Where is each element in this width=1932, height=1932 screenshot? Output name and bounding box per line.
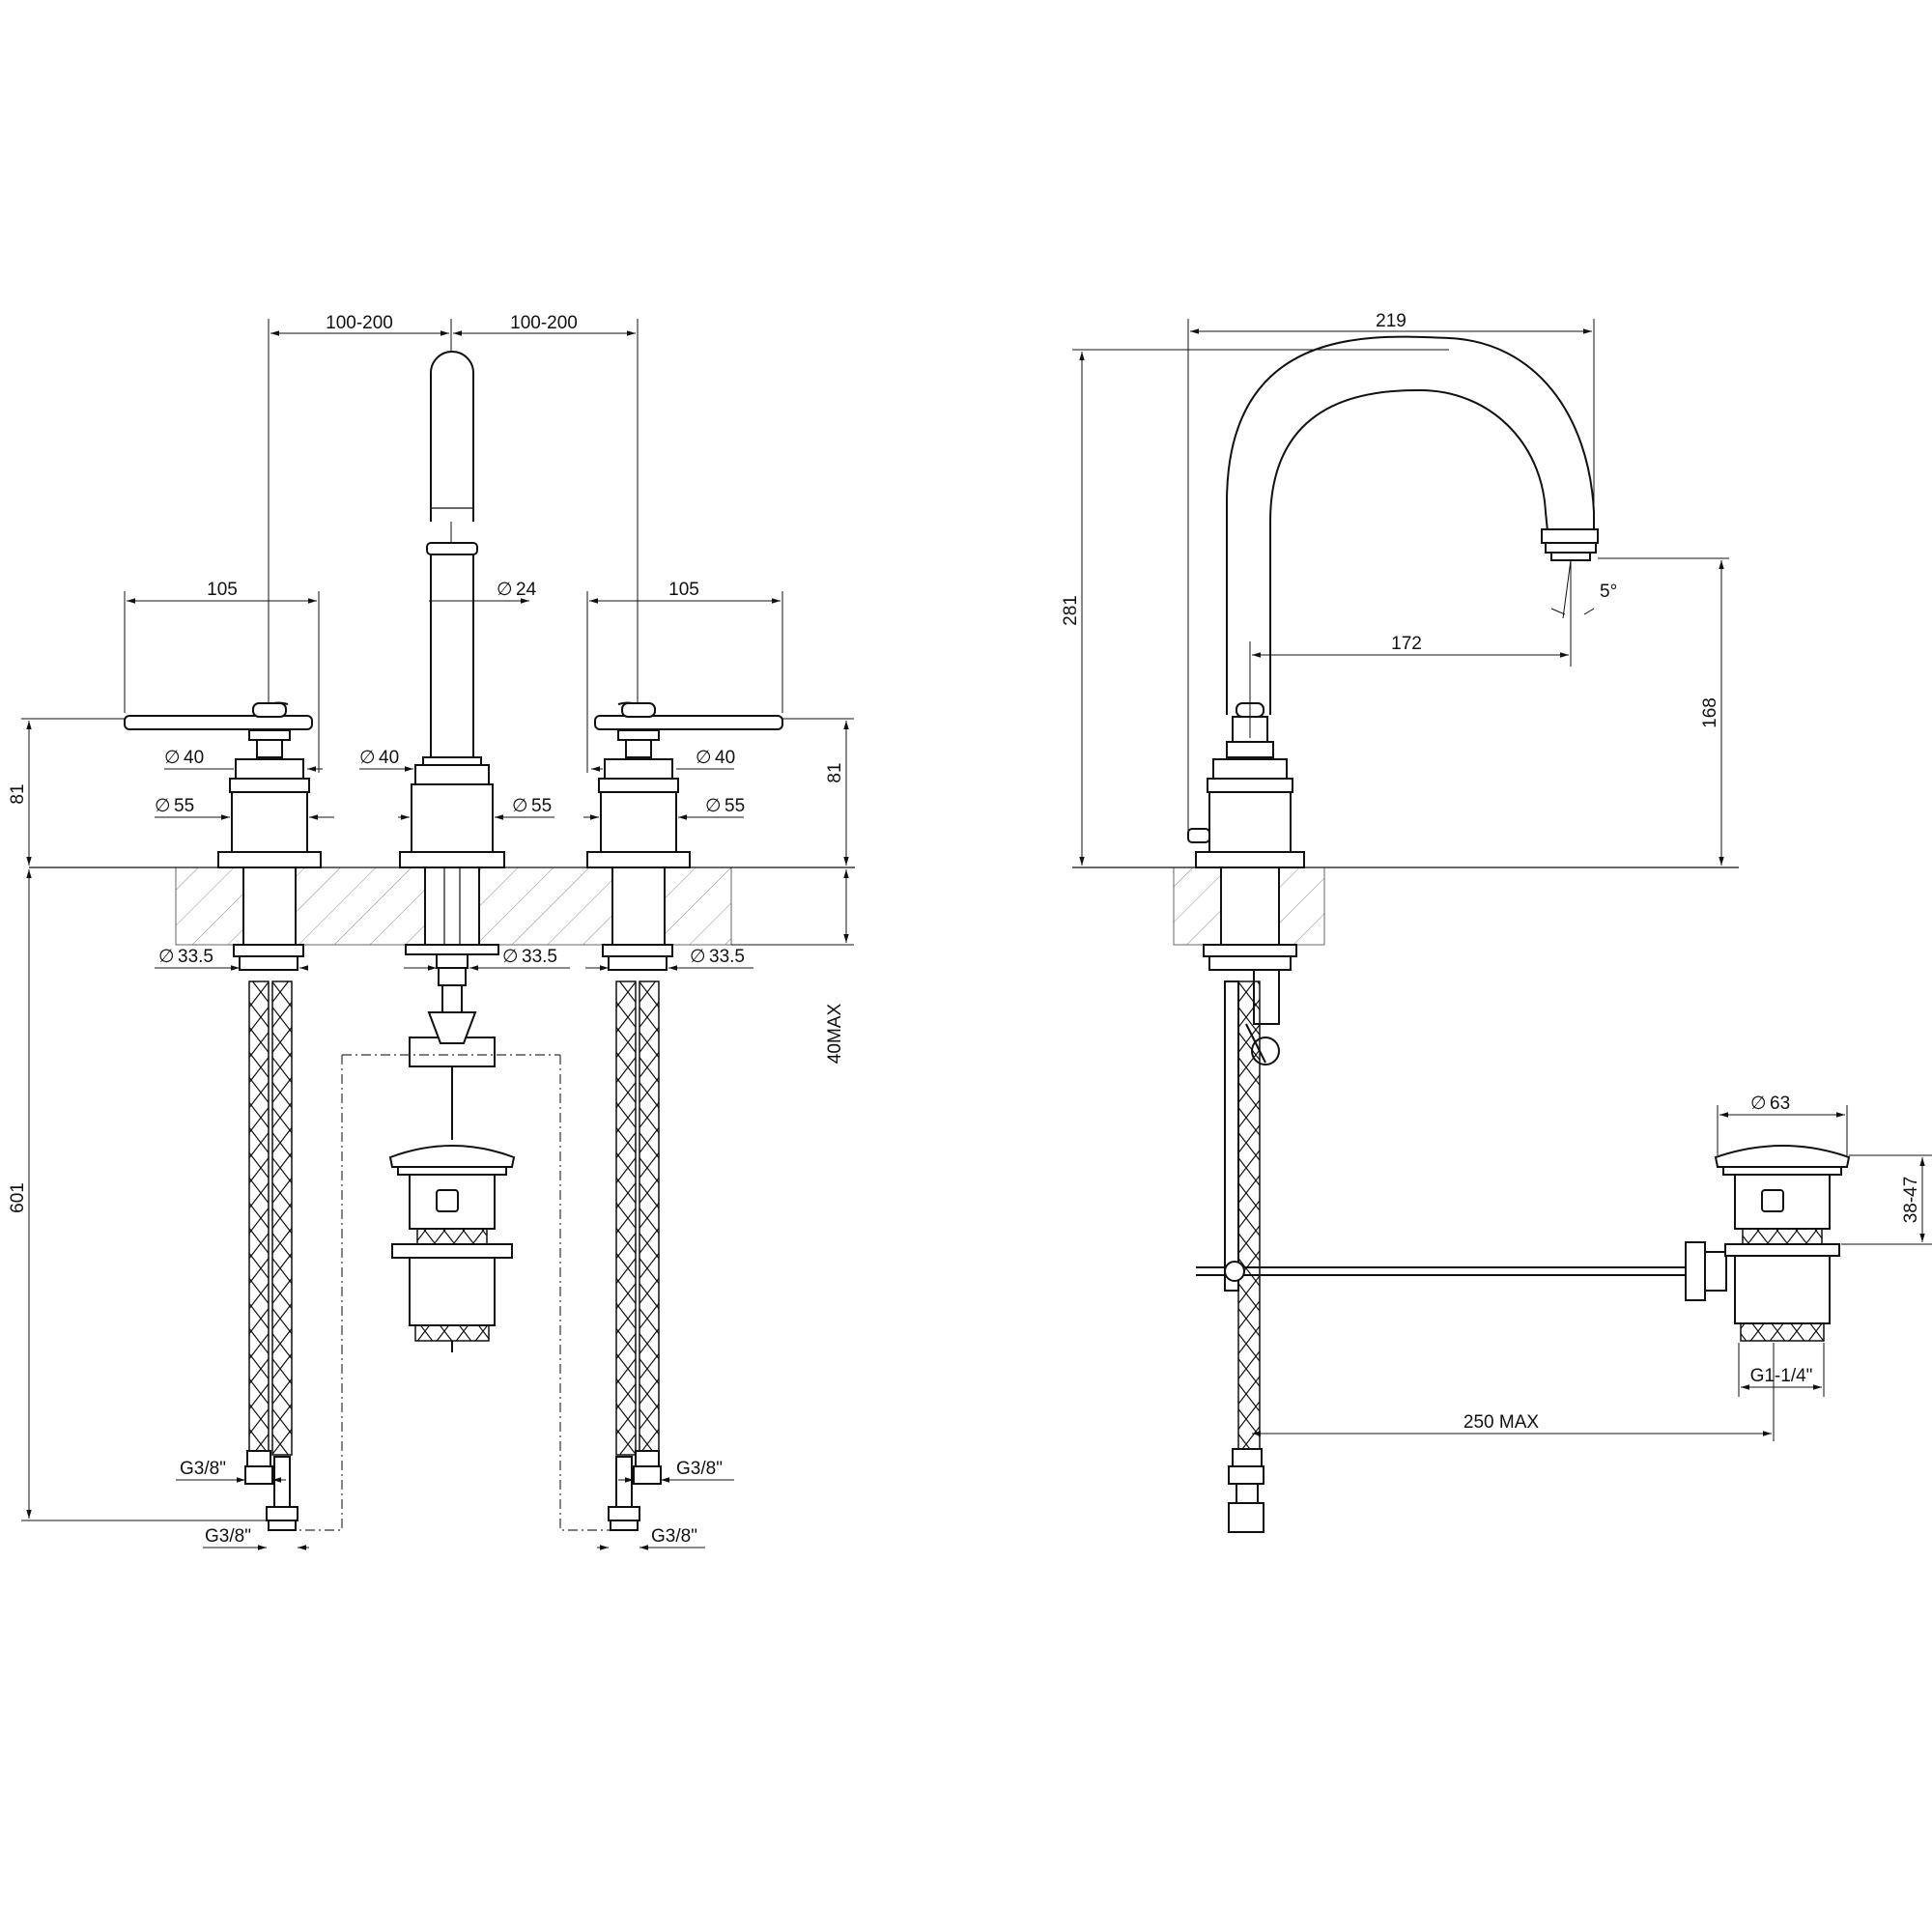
side-dimensions: 219 281 168 5° 172 ∅ 63 38-47 [1061, 311, 1932, 1441]
dim-shank-center-symbol: ∅ [502, 947, 519, 967]
dim-body-right-symbol: ∅ [705, 796, 722, 816]
dim-waste-diameter: 63 [1770, 1094, 1790, 1114]
dim-handle-right-symbol: ∅ [696, 748, 712, 768]
dim-spout-diameter: 24 [516, 580, 537, 600]
dim-thread-right-lower: G3/8" [651, 1526, 697, 1547]
dim-thread-left-lower: G3/8" [205, 1526, 251, 1547]
dim-handle-left: 40 [184, 748, 204, 768]
dim-shank-left: 33.5 [178, 947, 213, 967]
front-view: 100-200 100-200 105 105 ∅ 24 ∅ 40 ∅ 40 [8, 313, 855, 1550]
dim-shank-center: 33.5 [522, 947, 557, 967]
dim-body-right: 55 [724, 796, 745, 816]
dim-body-center: 55 [531, 796, 552, 816]
deck-section-side [1072, 867, 1739, 946]
side-hoses [1224, 980, 1264, 1533]
dim-handle-left-symbol: ∅ [164, 748, 181, 768]
dim-handle-right: 40 [715, 748, 735, 768]
dim-spacing-left: 100-200 [326, 313, 393, 333]
dim-height-left: 81 [8, 783, 28, 804]
dim-overall-reach: 219 [1376, 311, 1406, 331]
dim-waste-height: 38-47 [1901, 1177, 1921, 1224]
dim-outlet-height: 168 [1700, 697, 1720, 728]
dim-deck-thickness: 40MAX [825, 1004, 845, 1065]
dim-height-right: 81 [825, 762, 845, 782]
dim-thread-left-upper: G3/8" [180, 1459, 226, 1479]
dim-pull-rod-length: 250 MAX [1463, 1412, 1539, 1433]
dim-spout-base: 40 [379, 748, 399, 768]
dim-waste-diameter-symbol: ∅ [1750, 1094, 1767, 1114]
dim-spout-reach: 172 [1391, 634, 1422, 654]
gooseneck-spout [1226, 335, 1599, 715]
dim-body-left-symbol: ∅ [155, 796, 171, 816]
left-hoses [244, 980, 298, 1531]
dim-shank-right: 33.5 [709, 947, 745, 967]
dim-hose-length: 601 [8, 1182, 28, 1213]
left-valve-handle [124, 701, 322, 971]
pull-rod-and-waste [1196, 1145, 1851, 1342]
dim-waste-thread: G1-1/4" [1750, 1366, 1813, 1386]
dim-lever-right: 105 [668, 580, 699, 600]
dim-spacing-right: 100-200 [510, 313, 578, 333]
dim-body-center-symbol: ∅ [512, 796, 528, 816]
side-view: 219 281 168 5° 172 ∅ 63 38-47 [1061, 311, 1932, 1533]
dim-spout-base-symbol: ∅ [359, 748, 376, 768]
dim-shank-left-symbol: ∅ [158, 947, 175, 967]
dim-overall-height: 281 [1061, 595, 1081, 626]
dim-spout-diameter-symbol: ∅ [497, 580, 513, 600]
right-hoses [608, 980, 662, 1531]
dim-body-left: 55 [174, 796, 194, 816]
right-valve-handle [586, 701, 783, 971]
center-spout [292, 351, 614, 1531]
dim-spout-angle: 5° [1600, 582, 1617, 602]
dim-lever-left: 105 [207, 580, 238, 600]
front-dimensions: 100-200 100-200 105 105 ∅ 24 ∅ 40 ∅ 40 [8, 313, 854, 1550]
dim-shank-right-symbol: ∅ [690, 947, 706, 967]
dim-thread-right-upper: G3/8" [676, 1459, 723, 1479]
